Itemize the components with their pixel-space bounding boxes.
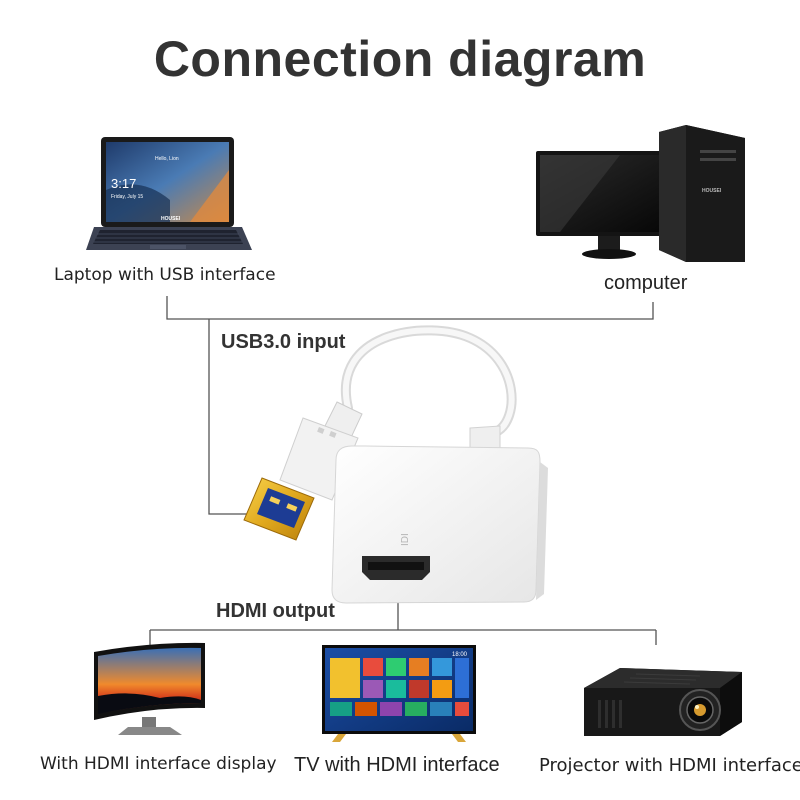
adapter-cable xyxy=(340,325,517,437)
projector-illustration xyxy=(584,668,742,736)
laptop-screen-time: 3:17 xyxy=(111,176,136,191)
display-label: With HDMI interface display xyxy=(40,754,277,774)
laptop-screen-greeting: Hello, Lion xyxy=(155,156,179,162)
tv-illustration: 18:00 xyxy=(322,645,476,742)
hdmi-marking: IDI xyxy=(400,533,411,546)
tv-app-tiles xyxy=(330,658,469,716)
tv-screen-clock: 18:00 xyxy=(452,652,468,658)
laptop-label: Laptop with USB interface xyxy=(54,265,276,285)
tv-label: TV with HDMI interface xyxy=(294,754,500,776)
usb-plug xyxy=(243,401,363,541)
laptop-screen-date: Friday, July 15 xyxy=(111,194,143,200)
output-connector-lines xyxy=(149,603,657,645)
laptop-brand-logo: HOUSEI xyxy=(161,216,181,222)
usb-input-label: USB3.0 input xyxy=(221,331,346,353)
hdmi-output-label: HDMI output xyxy=(216,600,335,622)
page-title: Connection diagram xyxy=(153,31,647,87)
curved-display-illustration xyxy=(94,642,205,735)
computer-label: computer xyxy=(604,272,688,294)
hdmi-adapter-body: IDI xyxy=(331,425,548,604)
computer-illustration: HOUSEI xyxy=(536,125,745,262)
projector-label: Projector with HDMI interface xyxy=(539,755,800,776)
laptop-illustration: 3:17 Friday, July 15 Hello, Lion HOUSEI xyxy=(86,137,252,250)
input-connector-lines xyxy=(166,296,654,515)
computer-brand-logo: HOUSEI xyxy=(702,188,722,194)
